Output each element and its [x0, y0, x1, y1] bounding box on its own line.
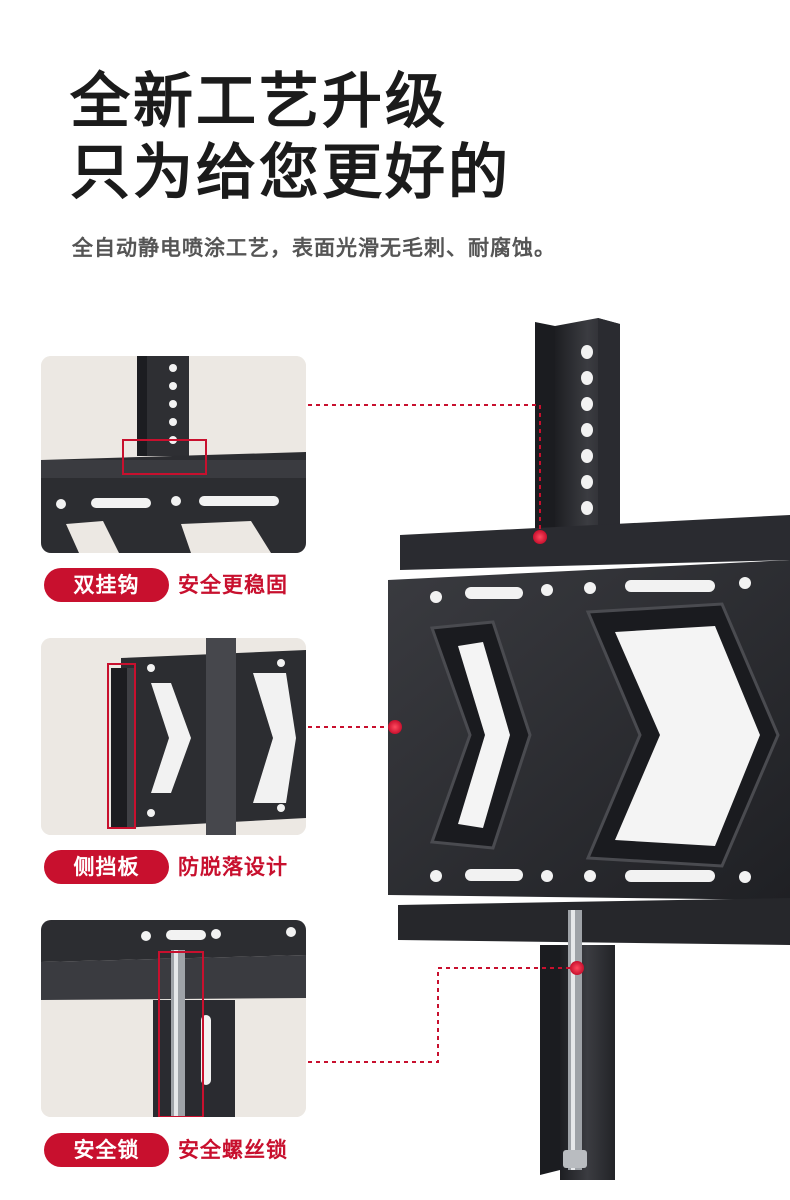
headline-line-1: 全新工艺升级 — [70, 67, 448, 137]
feature-desc-safety-lock: 安全螺丝锁 — [178, 1138, 288, 1162]
detail-image-double-hook — [41, 356, 306, 553]
wall-plate — [388, 515, 790, 945]
feature-title-double-hook: 双挂钩 — [44, 568, 169, 602]
subtitle: 全自动静电喷涂工艺，表面光滑无毛刺、耐腐蚀。 — [72, 236, 556, 260]
upper-arm — [535, 318, 620, 540]
feature-desc-double-hook: 安全更稳固 — [178, 573, 288, 597]
feature-title-side-baffle: 侧挡板 — [44, 850, 169, 884]
callout-lines — [308, 404, 575, 1063]
headline-line-2: 只为给您更好的 — [70, 138, 511, 208]
callout-dots — [388, 530, 584, 975]
feature-title-safety-lock: 安全锁 — [44, 1133, 169, 1167]
feature-desc-side-baffle: 防脱落设计 — [178, 855, 288, 879]
detail-image-side-baffle — [41, 638, 306, 835]
lower-arm — [540, 910, 615, 1180]
detail-image-safety-lock — [41, 920, 306, 1117]
